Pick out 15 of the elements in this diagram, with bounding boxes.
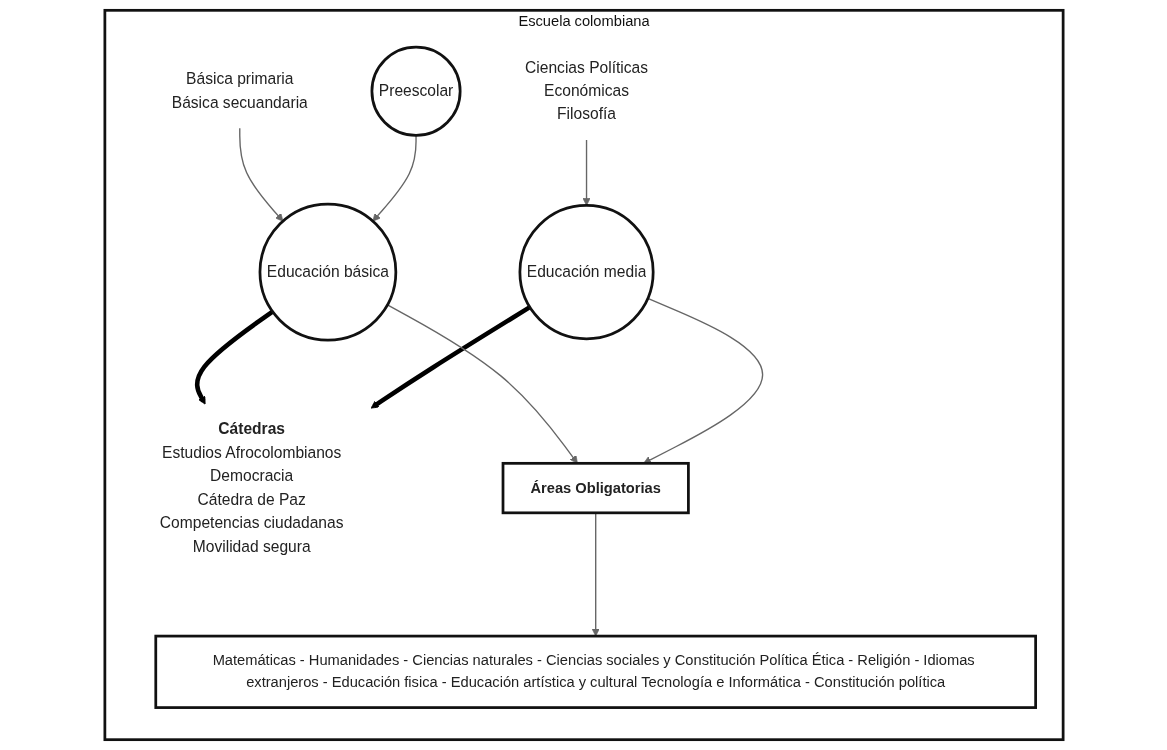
node-text: Básica primaria Básica secuandaria bbox=[171, 70, 308, 112]
node-circle: Educación básica bbox=[258, 202, 397, 342]
arrow bbox=[370, 305, 531, 409]
arrow bbox=[194, 309, 274, 405]
node-circle: Preescolar bbox=[370, 45, 462, 137]
node-box: Áreas Obligatorias bbox=[501, 461, 690, 515]
node-text: Cátedras Estudios Afrocolombianos Democracia Cátedra de Paz Competencias ciudadanas Movilidad segura bbox=[159, 420, 343, 555]
node-text: Ciencias Políticas Económicas Filosofía bbox=[524, 58, 648, 124]
arrow bbox=[591, 512, 600, 637]
arrow bbox=[386, 304, 578, 464]
arrow bbox=[238, 127, 283, 222]
node-box: Matemáticas - Humanidades - Ciencias naturales - Ciencias sociales y Constitución Política Ética - Religión - Idiomas extranjeros - Educación fisica - Educación artística y cultural Tecnología e Informática - Constitución política bbox=[153, 634, 1037, 709]
arrow bbox=[642, 297, 763, 464]
node-circle: Educación media bbox=[518, 204, 655, 341]
arrow bbox=[582, 139, 591, 206]
